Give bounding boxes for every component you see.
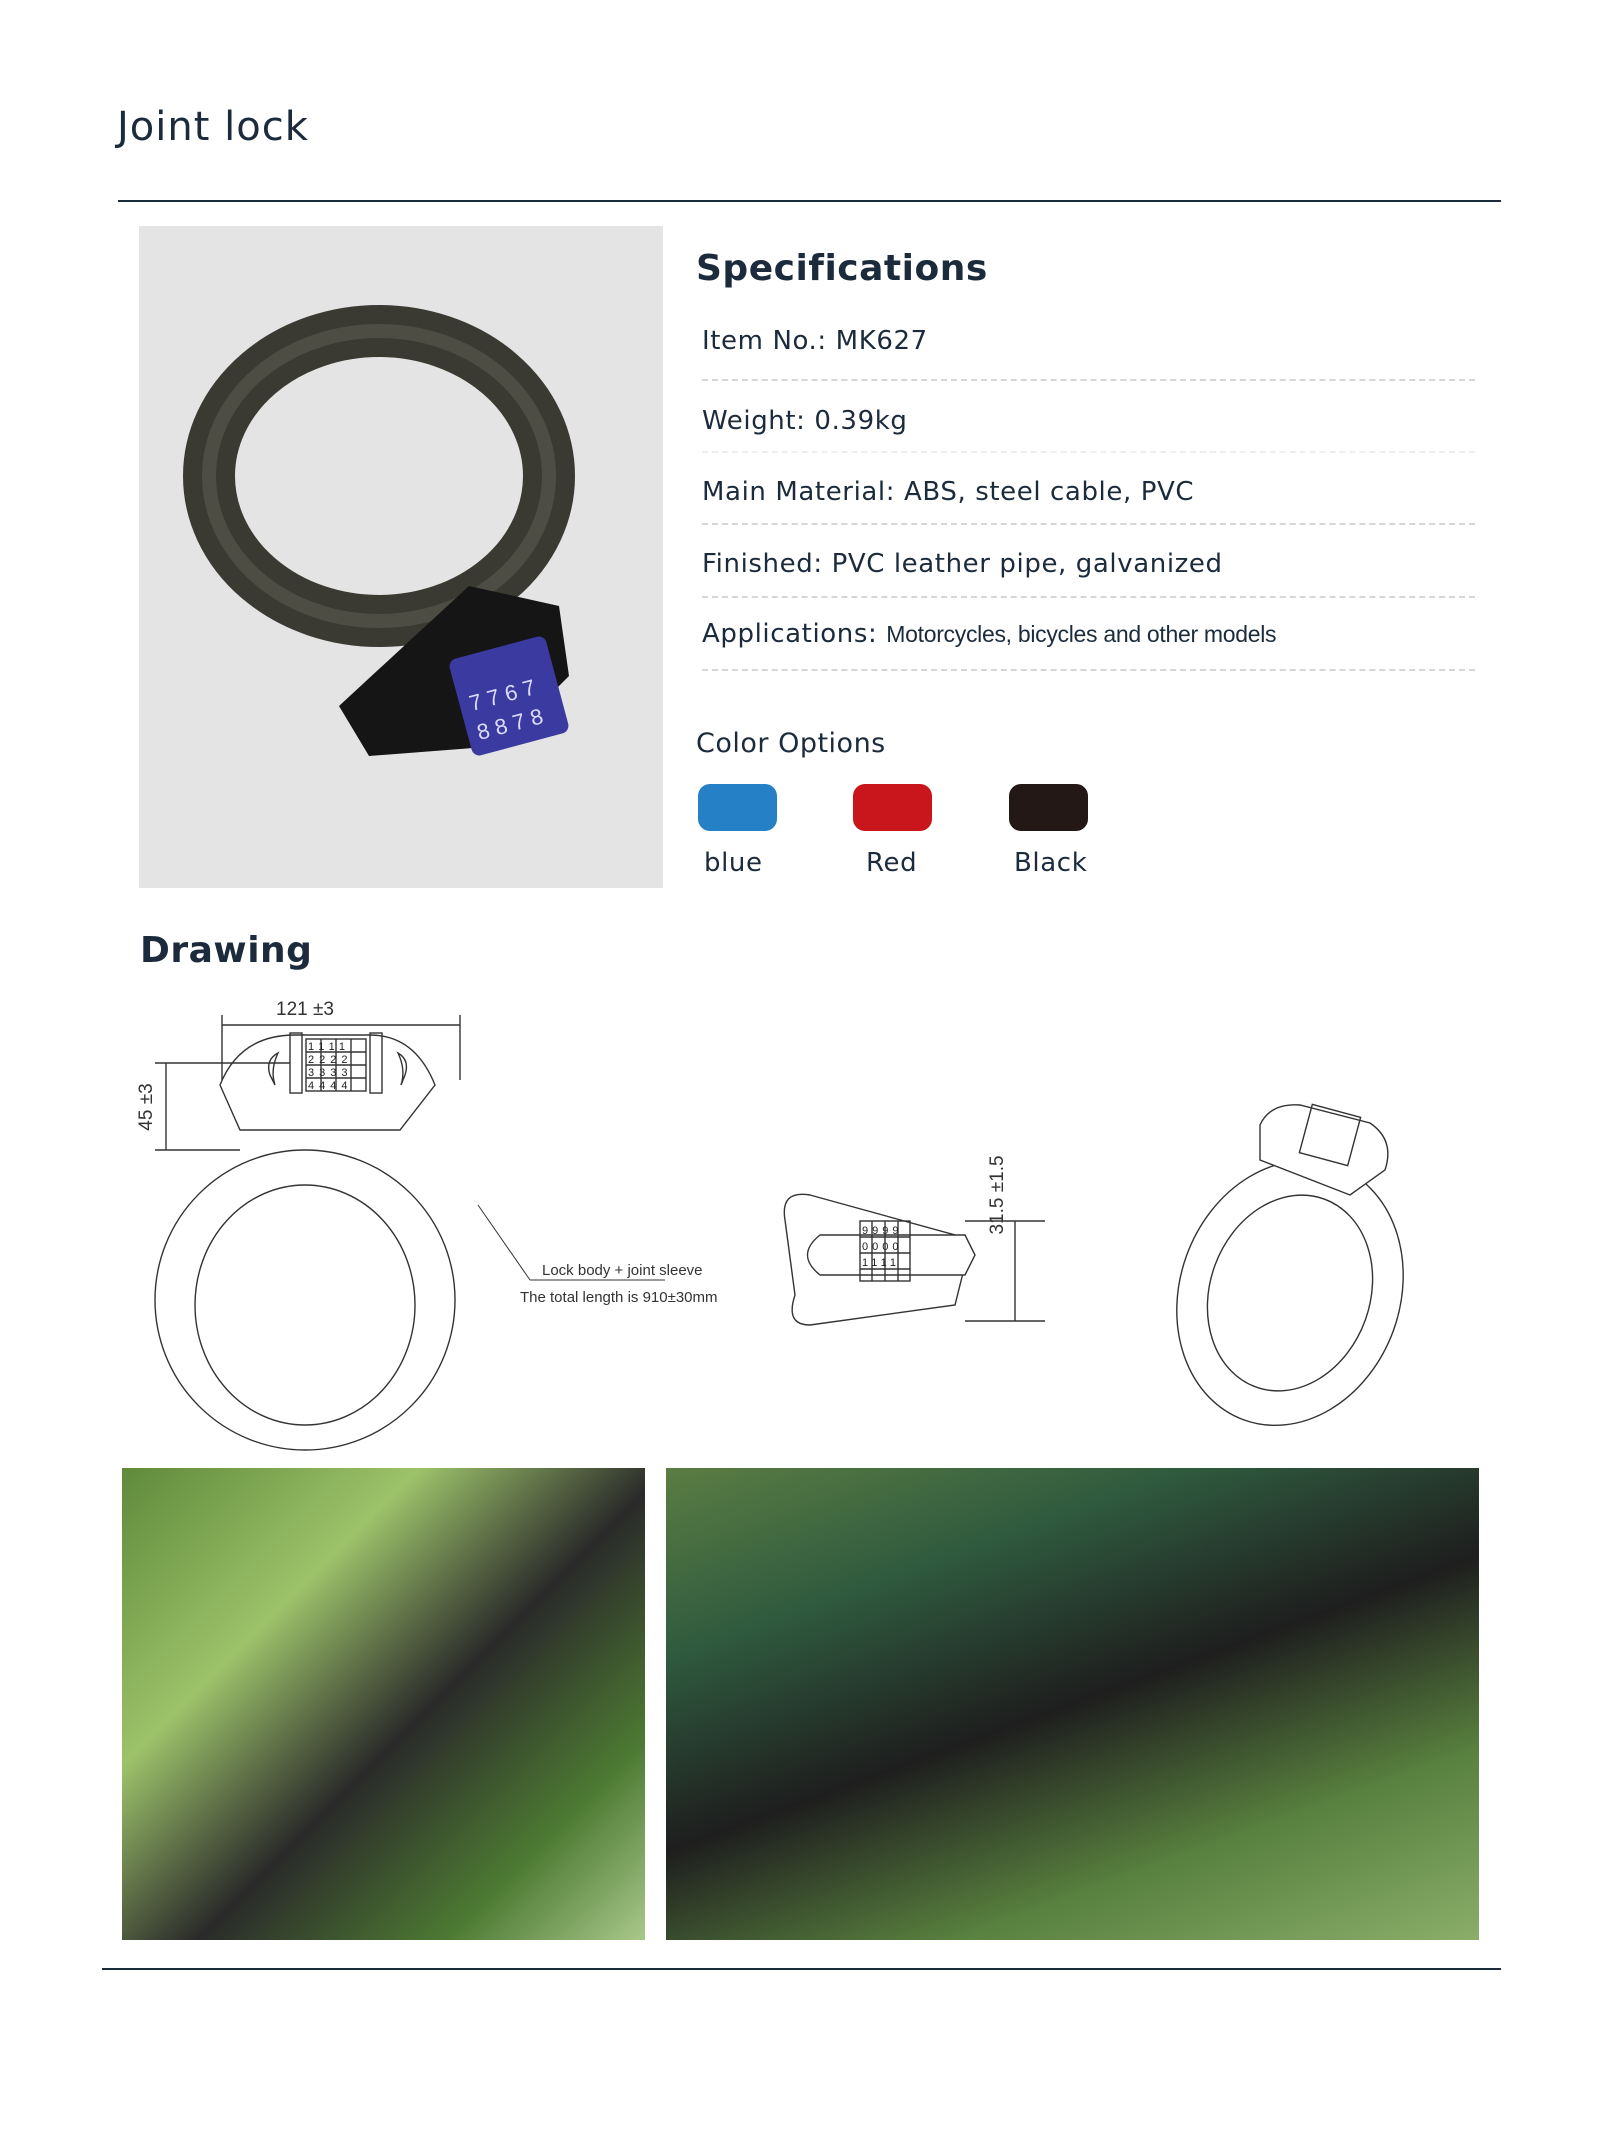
color-label-black: Black <box>1014 848 1088 878</box>
color-label-red: Red <box>866 848 918 878</box>
usage-photo-handlebar <box>122 1468 645 1940</box>
spec-main-material: Main Material: ABS, steel cable, PVC <box>702 477 1194 507</box>
top-divider <box>118 200 1501 202</box>
spec-value: Motorcycles, bicycles and other models <box>886 621 1277 647</box>
front-view-drawing <box>154 1015 665 1451</box>
thickness-dimension: 31.5 ±1.5 <box>987 1155 1008 1234</box>
spec-weight: Weight: 0.39kg <box>702 406 907 436</box>
spec-finished: Finished: PVC leather pipe, galvanized <box>702 549 1223 579</box>
spec-label: Applications: <box>702 619 878 649</box>
perspective-view-drawing <box>1176 1103 1404 1427</box>
usage-photo-frame <box>666 1468 1479 1940</box>
color-label-blue: blue <box>704 848 763 878</box>
dial-row: 0000 <box>862 1241 902 1253</box>
spec-value: MK627 <box>835 326 928 356</box>
dial-row: 1111 <box>862 1257 900 1269</box>
color-swatch-blue[interactable] <box>698 784 777 831</box>
width-dimension: 121 ±3 <box>276 999 334 1020</box>
spec-applications: Applications: Motorcycles, bicycles and … <box>702 619 1277 649</box>
dashed-divider <box>702 451 1475 453</box>
spec-label: Item No.: <box>702 326 827 356</box>
dial-row: 2222 <box>308 1054 352 1066</box>
dial-row: 3333 <box>308 1067 352 1079</box>
spec-value: PVC leather pipe, galvanized <box>831 549 1223 579</box>
callout-total-length: The total length is 910±30mm <box>520 1289 718 1306</box>
product-photo: 7 7 6 7 8 8 7 8 <box>139 226 663 888</box>
spec-value: ABS, steel cable, PVC <box>904 477 1195 507</box>
spec-value: 0.39kg <box>814 406 908 436</box>
spec-label: Main Material: <box>702 477 896 507</box>
color-swatch-red[interactable] <box>853 784 932 831</box>
specifications-heading: Specifications <box>696 248 988 289</box>
dashed-divider <box>702 379 1475 381</box>
height-dimension: 45 ±3 <box>136 1083 157 1130</box>
dashed-divider <box>702 596 1475 598</box>
page-title: Joint lock <box>117 104 309 150</box>
spec-label: Finished: <box>702 549 823 579</box>
side-view-drawing <box>783 1193 1045 1326</box>
drawing-heading: Drawing <box>140 930 313 971</box>
dashed-divider <box>702 669 1475 671</box>
color-options-heading: Color Options <box>696 728 886 759</box>
dial-row: 1111 <box>308 1041 350 1053</box>
spec-label: Weight: <box>702 406 806 436</box>
dial-row: 4444 <box>308 1080 352 1092</box>
dashed-divider <box>702 523 1475 525</box>
bottom-divider <box>102 1968 1501 1970</box>
technical-drawing: 121 ±3 45 ±3 31.5 ±1.5 Lock body + joint… <box>136 999 1404 1451</box>
color-swatch-black[interactable] <box>1009 784 1088 831</box>
dial-row: 9999 <box>862 1225 902 1237</box>
spec-item-no: Item No.: MK627 <box>702 326 928 356</box>
callout-lock-body: Lock body + joint sleeve <box>542 1262 703 1279</box>
